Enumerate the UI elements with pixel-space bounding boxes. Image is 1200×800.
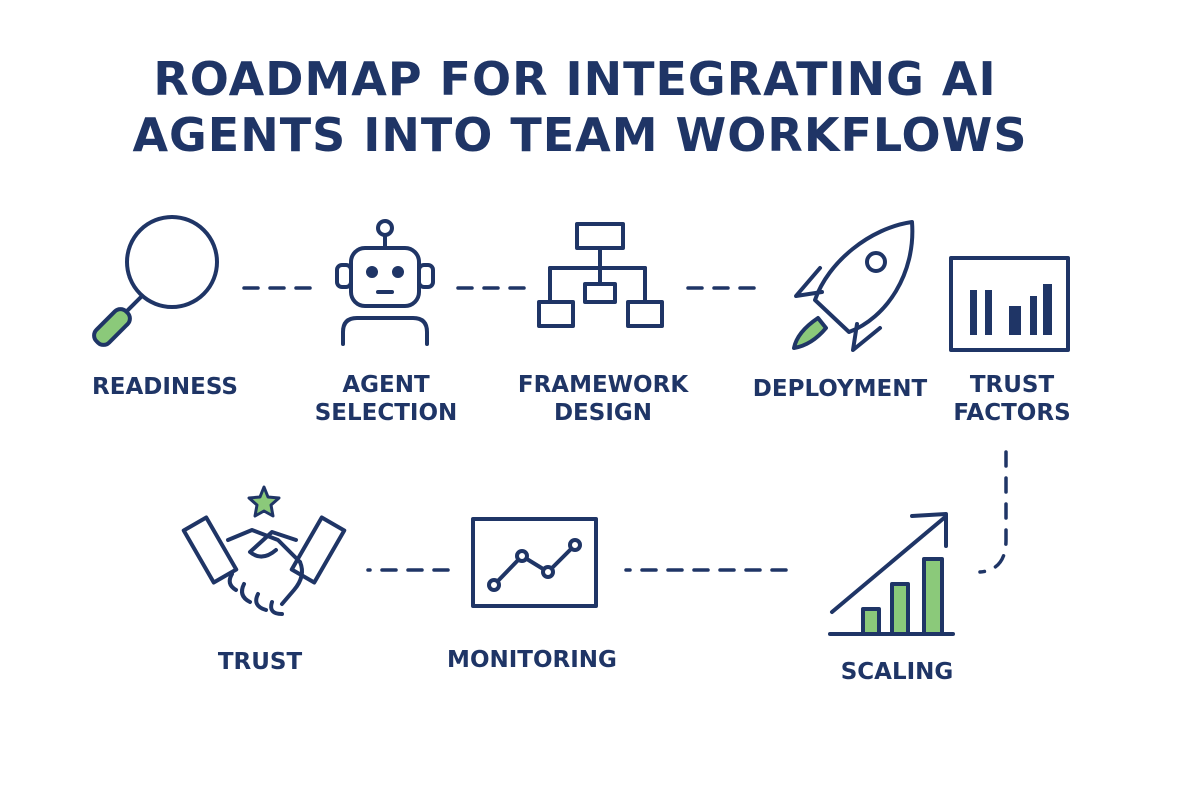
growth-chart-icon [828, 512, 955, 636]
label-agent-selection-line-2: SELECTION [314, 400, 458, 426]
line-chart-icon [471, 517, 598, 608]
connectors [242, 286, 1008, 574]
label-agent-selection-line-1: AGENT [342, 372, 430, 398]
label-deployment: DEPLOYMENT [753, 375, 927, 403]
label-trust-factors-line-2: FACTORS [953, 400, 1071, 426]
robot-icon [335, 219, 435, 346]
rocket-icon [792, 220, 915, 352]
label-trust-factors: TRUST FACTORS [953, 371, 1070, 427]
label-trust: TRUST [218, 648, 302, 676]
label-monitoring: MONITORING [447, 646, 617, 674]
label-trust-line-1: TRUST [217, 649, 303, 675]
label-agent-selection: AGENT SELECTION [315, 371, 458, 427]
label-trust-factors-line-1: TRUST [969, 372, 1055, 398]
label-readiness: READINESS [92, 373, 238, 401]
handshake-star-icon [181, 485, 347, 616]
bar-chart-icon [949, 256, 1070, 352]
title-line-1: ROADMAP FOR INTEGRATING AI [153, 52, 997, 106]
label-framework-design: FRAMEWORK DESIGN [518, 371, 688, 427]
hierarchy-icon [537, 222, 664, 328]
label-scaling: SCALING [841, 658, 954, 686]
magnifier-icon [92, 215, 219, 347]
label-scaling-line-1: SCALING [840, 659, 954, 685]
label-deployment-line-1: DEPLOYMENT [752, 376, 928, 402]
label-readiness-line-1: READINESS [92, 374, 238, 400]
label-framework-design-line-1: FRAMEWORK [517, 372, 689, 398]
title-line-2: AGENTS INTO TEAM WORKFLOWS [132, 108, 1028, 162]
connector-trustfactors-scaling [978, 450, 1008, 574]
label-framework-design-line-2: DESIGN [553, 400, 653, 426]
label-monitoring-line-1: MONITORING [447, 647, 617, 673]
